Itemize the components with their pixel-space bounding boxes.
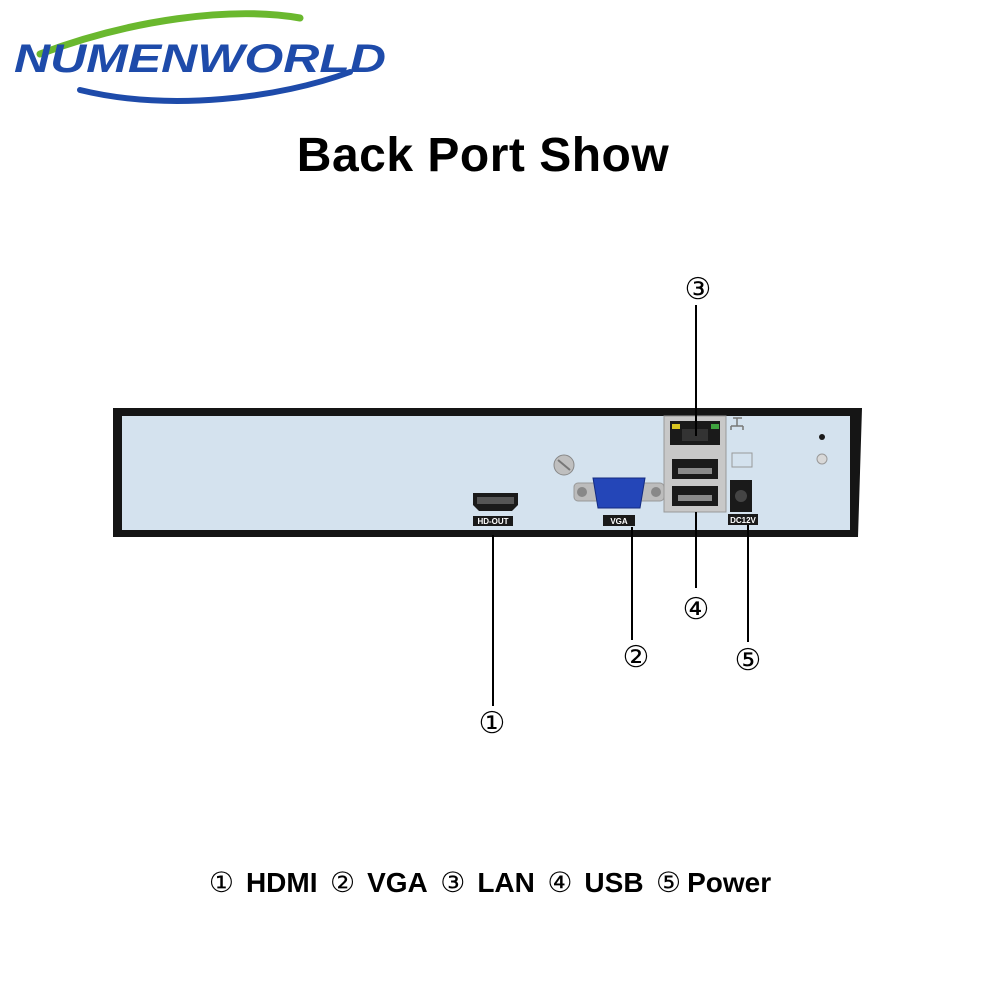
legend-item-usb: ④ USB — [547, 866, 643, 899]
logo-text: NUMENWORLD — [14, 37, 386, 81]
power-jack: DC12V — [728, 452, 758, 525]
callout-hdmi: ① — [479, 706, 506, 741]
legend-item-vga: ② VGA — [330, 866, 428, 899]
legend-number: ③ — [440, 866, 466, 899]
numenworld-logo: NUMENWORLD — [14, 10, 386, 104]
panel-screw — [816, 453, 828, 465]
network-icon — [730, 417, 744, 430]
indicator-hole — [819, 434, 825, 440]
hdmi-port-label: HD-OUT — [477, 517, 508, 526]
power-port-label: DC12V — [730, 516, 756, 525]
vga-port: VGA — [573, 477, 665, 526]
callout-power: ⑤ — [735, 643, 762, 678]
legend-number: ① — [208, 866, 234, 899]
legend-label: USB — [584, 866, 644, 898]
dc-symbol-icon — [731, 452, 753, 468]
legend-label: HDMI — [245, 866, 318, 898]
legend-item-lan: ③ LAN — [440, 866, 535, 899]
legend-number: ④ — [547, 866, 573, 899]
ground-screw — [553, 454, 575, 476]
legend-label: LAN — [477, 866, 535, 898]
callout-lan: ③ — [685, 272, 712, 307]
legend-item-hdmi: ① HDMI — [209, 866, 318, 899]
back-panel — [122, 416, 850, 530]
legend-label: VGA — [367, 866, 428, 898]
legend-number: ② — [329, 866, 356, 899]
callout-usb: ④ — [683, 592, 710, 627]
hdmi-port: HD-OUT — [473, 493, 518, 526]
page-title: Back Port Show — [296, 129, 670, 182]
vga-port-label: VGA — [610, 517, 628, 526]
legend-label: Power — [687, 866, 772, 898]
callout-vga: ② — [623, 640, 650, 675]
legend-number: ⑤ — [656, 866, 682, 899]
